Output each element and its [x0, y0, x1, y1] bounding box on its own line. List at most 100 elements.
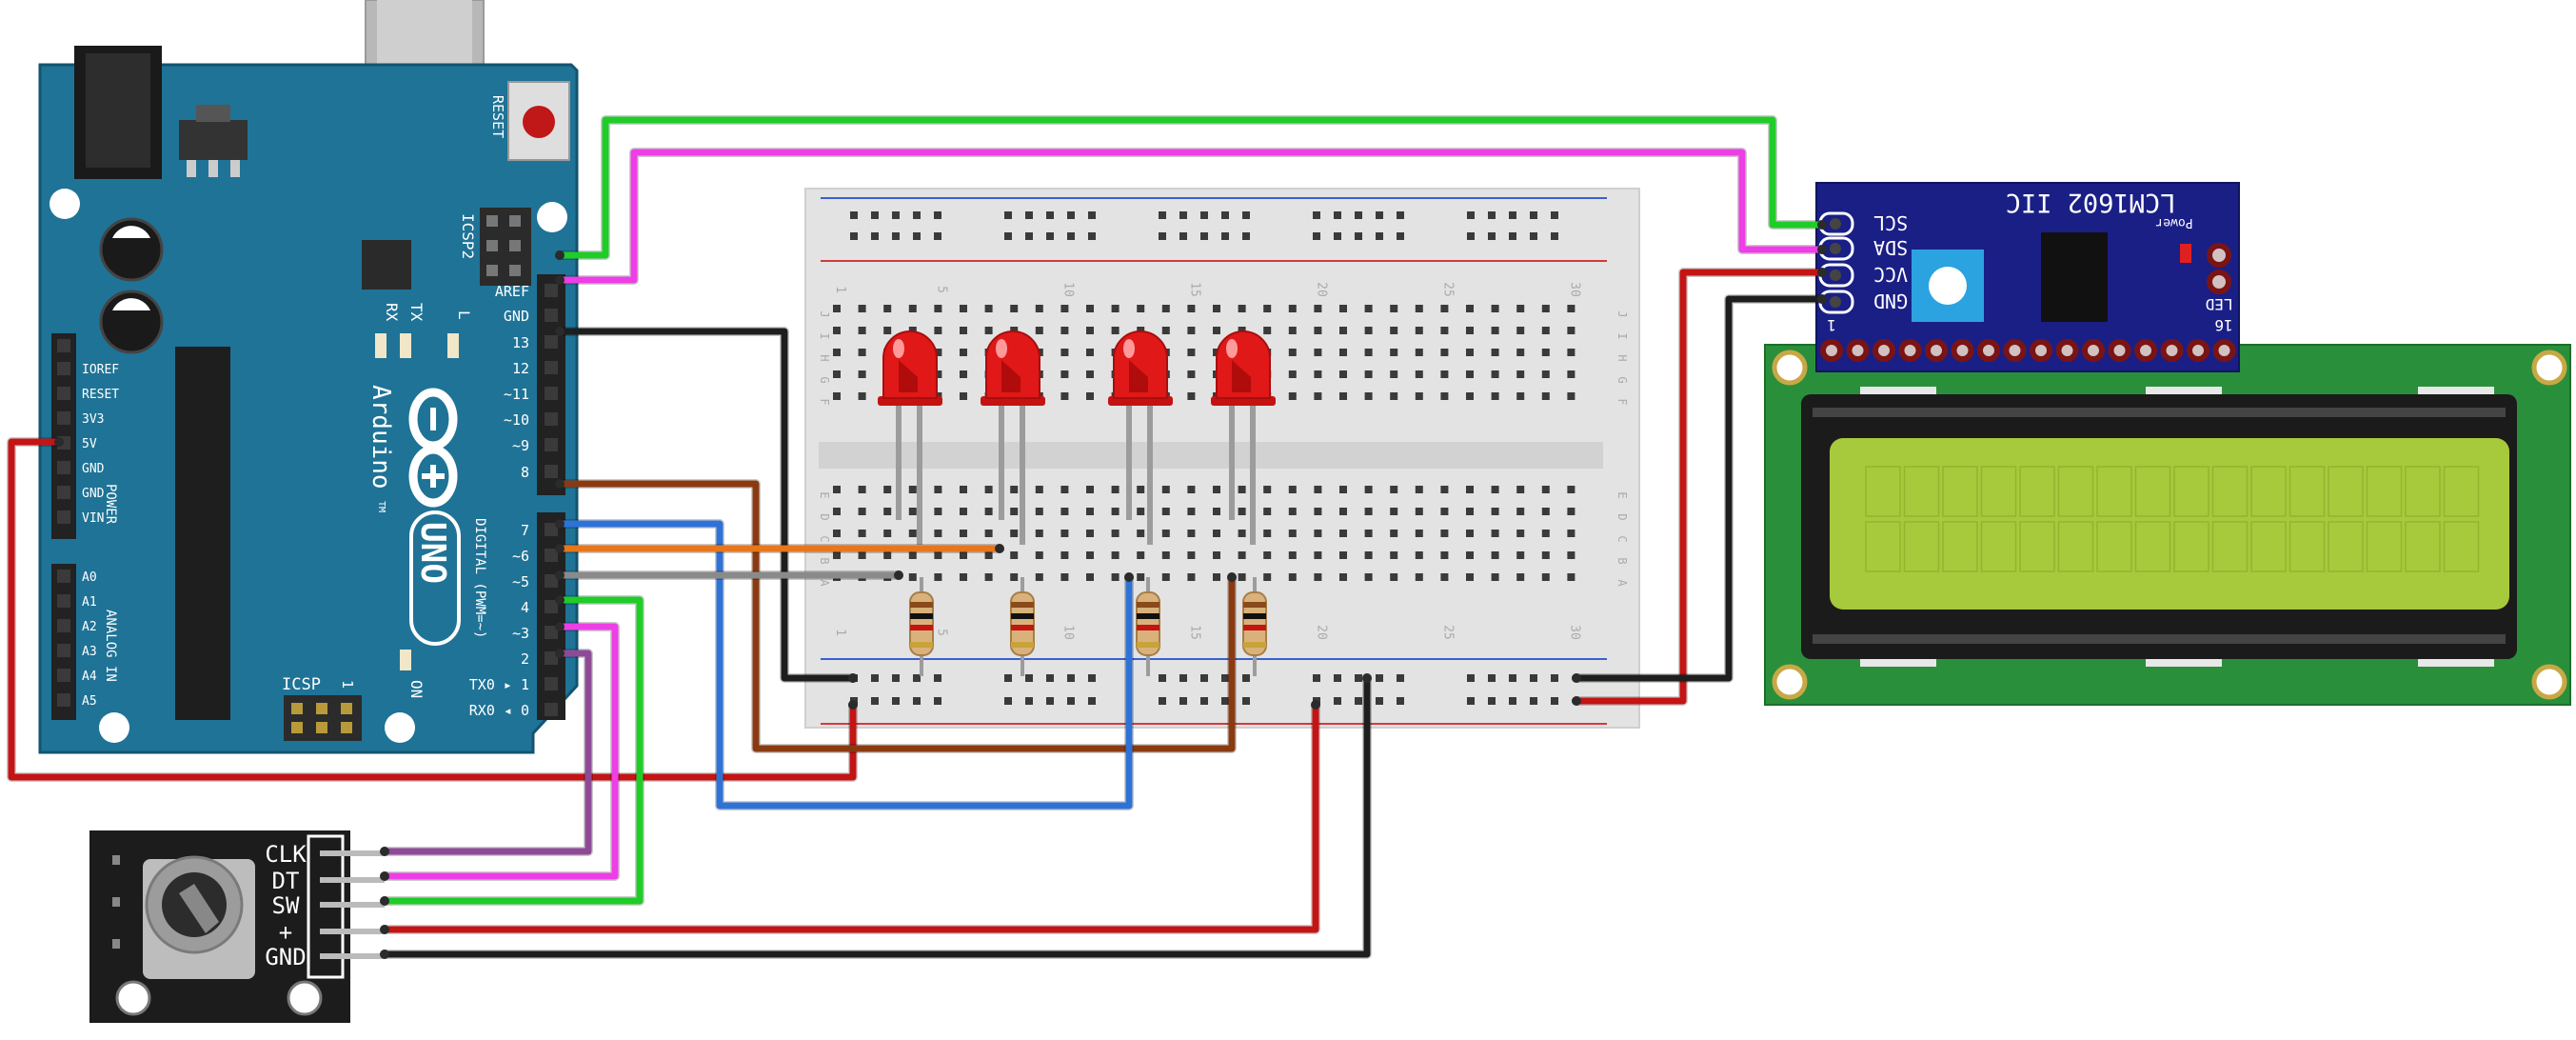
lcd-char-cell: [2366, 521, 2403, 572]
breadboard-hole: [1567, 305, 1575, 312]
lcd-header-pin: [1898, 339, 1922, 362]
breadboard-hole: [1314, 392, 1322, 400]
analog-pin-label: A0: [82, 570, 97, 585]
breadboard-hole: [1390, 305, 1398, 312]
led-array: [878, 330, 1276, 545]
breadboard-hole: [1060, 327, 1069, 334]
i2c-pin-label: VCC: [1873, 263, 1908, 286]
breadboard-hole: [934, 370, 942, 378]
column-number: 15: [1187, 282, 1201, 297]
rail-hole: [913, 232, 921, 240]
l-label: L: [455, 310, 473, 320]
column-number: 30: [1567, 282, 1581, 297]
rail-hole: [1004, 674, 1012, 682]
breadboard-hole: [1137, 551, 1145, 559]
breadboard-hole: [1187, 327, 1196, 334]
rail-hole: [871, 232, 879, 240]
breadboard-hole: [1137, 486, 1145, 493]
wire-end: [1124, 572, 1134, 582]
rail-hole: [850, 232, 858, 240]
lcd-header-pin: [1951, 339, 1974, 362]
row-label: C: [1615, 535, 1629, 542]
rail-hole: [1355, 211, 1362, 219]
breadboard-hole: [1415, 530, 1423, 537]
lcd-header-pin: [2160, 339, 2184, 362]
rail-hole: [1313, 232, 1320, 240]
rail-hole: [1467, 211, 1475, 219]
rail-hole: [1046, 697, 1054, 705]
rail-hole: [1242, 697, 1250, 705]
breadboard-hole: [1364, 573, 1373, 581]
arduino-5v-wire-red: [8, 438, 857, 781]
breadboard-hole: [1288, 327, 1297, 334]
breadboard-hole: [1213, 573, 1220, 581]
breadboard-hole: [1263, 551, 1272, 559]
header-socket: [545, 465, 558, 478]
arduino-uno-board: RESET ICSP2 RX TX L ON Arduino TM UNO: [38, 0, 579, 754]
lcd-header-pin: [1977, 339, 2000, 362]
breadboard-hole: [1187, 305, 1196, 312]
pin-16-label: 16: [2214, 316, 2232, 334]
header-socket: [545, 677, 558, 690]
wire-end: [1572, 673, 1581, 683]
breadboard-hole: [1466, 530, 1474, 537]
digital-pin-label: 2: [521, 650, 529, 668]
breadboard-hole: [1060, 551, 1069, 559]
breadboard-hole: [858, 305, 866, 312]
lcd-char-cell: [2328, 466, 2364, 517]
breadboard-hole: [1035, 551, 1043, 559]
breadboard-hole: [1541, 349, 1550, 356]
header-socket: [57, 669, 70, 682]
rail-hole: [1067, 211, 1075, 219]
rail-hole: [1159, 232, 1166, 240]
breadboard-hole: [1364, 392, 1373, 400]
rail-hole: [1467, 674, 1475, 682]
breadboard-hole: [1238, 327, 1246, 334]
breadboard-hole: [1390, 327, 1398, 334]
row-label: J: [1615, 310, 1629, 317]
breadboard-hole: [1390, 573, 1398, 581]
digital-pin-label: 13: [512, 334, 529, 351]
breadboard-hole: [1466, 486, 1474, 493]
breadboard-hole: [984, 530, 993, 537]
breadboard-hole: [833, 508, 841, 515]
wire-end: [848, 673, 858, 683]
row-label: E: [1615, 491, 1629, 498]
rail-hole: [1200, 674, 1208, 682]
rail-hole: [1467, 697, 1475, 705]
resistor-band: [1011, 613, 1034, 619]
breadboard-hole: [1516, 486, 1525, 493]
rail-hole: [1376, 697, 1383, 705]
breadboard-hole: [1541, 327, 1550, 334]
row-label: F: [1615, 398, 1629, 405]
wire-end: [1227, 572, 1237, 582]
row-label: J: [818, 310, 831, 317]
pcf8574-chip: [2041, 232, 2108, 322]
breadboard-hole: [1567, 327, 1575, 334]
rail-hole: [1551, 211, 1558, 219]
breadboard-hole: [1187, 392, 1196, 400]
column-number: 10: [1060, 282, 1075, 297]
resistor-band: [1137, 625, 1159, 630]
breadboard-hole: [1339, 573, 1347, 581]
breadboard-hole: [1288, 551, 1297, 559]
breadboard-hole: [1415, 486, 1423, 493]
rail-hole: [1004, 697, 1012, 705]
wire-end: [555, 570, 565, 580]
breadboard-hole: [1516, 392, 1525, 400]
row-label: B: [1615, 557, 1629, 564]
breadboard-hole: [1541, 551, 1550, 559]
breadboard-hole: [934, 508, 942, 515]
power-pin-label: GND: [82, 462, 105, 476]
breadboard-hole: [1415, 349, 1423, 356]
rail-hole: [1159, 211, 1166, 219]
breadboard-hole: [1111, 327, 1120, 334]
breadboard-hole: [1263, 305, 1272, 312]
lcd-char-cell: [2134, 466, 2171, 517]
rail-hole: [871, 211, 879, 219]
breadboard-hole: [1288, 349, 1297, 356]
breadboard-hole: [1516, 573, 1525, 581]
breadboard-hole: [1060, 573, 1069, 581]
led-highlight: [893, 339, 904, 358]
